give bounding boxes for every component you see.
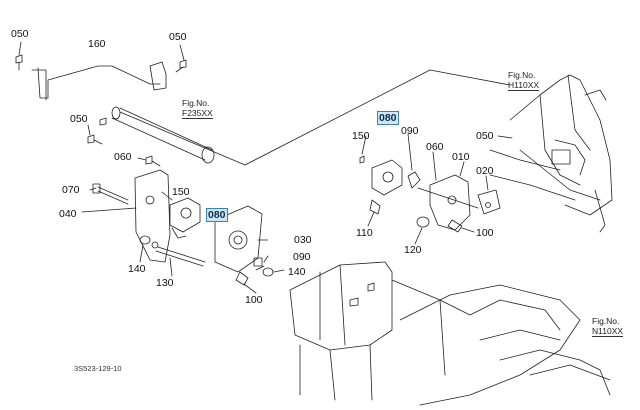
plate-010 <box>417 174 479 231</box>
part-label-140: 140 <box>128 263 146 275</box>
bracket-plate-040 <box>134 169 171 263</box>
part-label-070: 070 <box>62 184 80 196</box>
lower-frame-n110 <box>289 261 611 406</box>
upper-frame-h110 <box>489 74 613 233</box>
part-label-080-highlighted[interactable]: 080 <box>377 111 399 125</box>
bolt-070 <box>92 183 129 205</box>
rod-160 <box>31 61 167 101</box>
reference-line <box>429 69 511 86</box>
part-label-050: 050 <box>70 113 88 125</box>
part-label-060: 060 <box>426 141 444 153</box>
part-label-050: 050 <box>476 130 494 142</box>
part-label-160: 160 <box>88 38 106 50</box>
fig-ref-code: H110XX <box>508 80 540 91</box>
fig-ref-h110[interactable]: Fig.No. H110XX <box>508 70 540 91</box>
part-label-010: 010 <box>452 151 470 163</box>
part-label-050: 050 <box>11 28 29 40</box>
tube-shaft <box>111 106 215 164</box>
reference-line <box>244 69 431 166</box>
part-label-140: 140 <box>288 266 306 278</box>
part-label-150: 150 <box>172 186 190 198</box>
part-label-030: 030 <box>294 234 312 246</box>
part-label-150: 150 <box>352 130 370 142</box>
drawing-number: 3S523-129-10 <box>74 364 122 373</box>
part-label-080-highlighted[interactable]: 080 <box>206 208 228 222</box>
part-label-090: 090 <box>293 251 311 263</box>
fig-ref-code: F235XX <box>182 108 213 119</box>
position-sensor-right <box>359 155 421 215</box>
fig-ref-title: Fig.No. <box>182 98 210 108</box>
reference-line <box>119 111 246 166</box>
fig-ref-title: Fig.No. <box>592 316 620 326</box>
part-label-110: 110 <box>356 227 373 239</box>
hardware-right <box>416 216 463 233</box>
fig-ref-n110[interactable]: Fig.No. N110XX <box>592 316 624 337</box>
screws-top-left <box>15 54 187 167</box>
part-label-050: 050 <box>169 31 187 43</box>
fig-ref-code: N110XX <box>592 326 624 337</box>
part-label-130: 130 <box>156 277 174 289</box>
bolt-130 <box>139 235 206 267</box>
part-label-060: 060 <box>114 151 132 163</box>
fig-ref-title: Fig.No. <box>508 70 536 80</box>
part-label-090: 090 <box>401 125 419 137</box>
bracket-020 <box>477 189 501 215</box>
part-label-100: 100 <box>476 227 494 239</box>
part-label-020: 020 <box>476 165 494 177</box>
part-label-100: 100 <box>245 294 263 306</box>
position-sensor-left <box>169 197 201 239</box>
label-leaders <box>18 41 513 294</box>
fig-ref-f235[interactable]: Fig.No. F235XX <box>182 98 213 119</box>
hardware-left <box>235 257 274 286</box>
part-label-040: 040 <box>59 208 77 220</box>
part-label-120: 120 <box>404 244 422 256</box>
